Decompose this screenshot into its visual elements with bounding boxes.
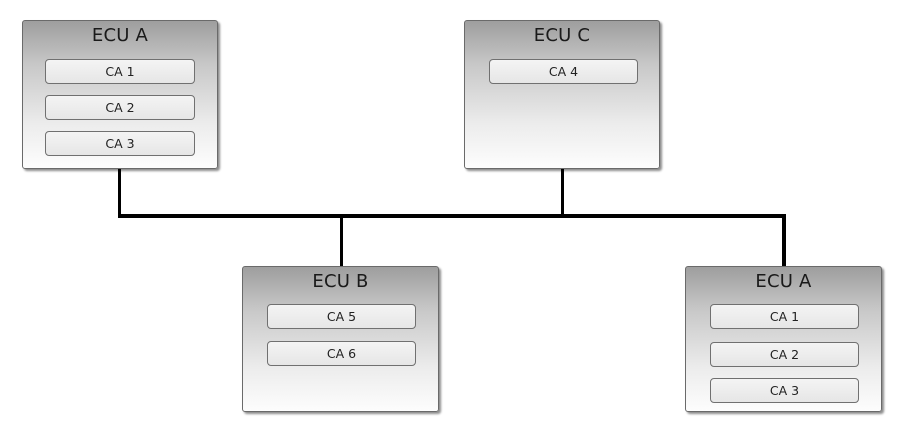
ecu-box-a-top: ECU A CA 1 CA 2 CA 3 — [22, 20, 218, 169]
ca-item: CA 1 — [710, 304, 859, 329]
bus-stub-ecu-b — [340, 216, 343, 267]
ca-item: CA 3 — [45, 131, 195, 156]
ca-item: CA 6 — [267, 341, 416, 366]
ca-item: CA 4 — [489, 59, 638, 84]
ca-item: CA 1 — [45, 59, 195, 84]
ecu-box-b: ECU B CA 5 CA 6 — [242, 266, 439, 412]
ca-item: CA 2 — [710, 342, 859, 367]
bus-stub-ecu-a-top — [118, 168, 121, 216]
ecu-title: ECU C — [533, 25, 591, 46]
ecu-title: ECU A — [91, 25, 149, 46]
ecu-box-c: ECU C CA 4 — [464, 20, 660, 169]
ca-item: CA 3 — [710, 378, 859, 403]
ecu-box-a-bottom: ECU A CA 1 CA 2 CA 3 — [685, 266, 882, 412]
ca-item: CA 2 — [45, 95, 195, 120]
bus-stub-ecu-a-bottom — [782, 216, 786, 267]
ca-item: CA 5 — [267, 304, 416, 329]
bus-stub-ecu-c — [561, 168, 564, 216]
ecu-title: ECU B — [312, 271, 369, 292]
bus-main-line — [118, 214, 786, 218]
ecu-title: ECU A — [755, 271, 812, 292]
